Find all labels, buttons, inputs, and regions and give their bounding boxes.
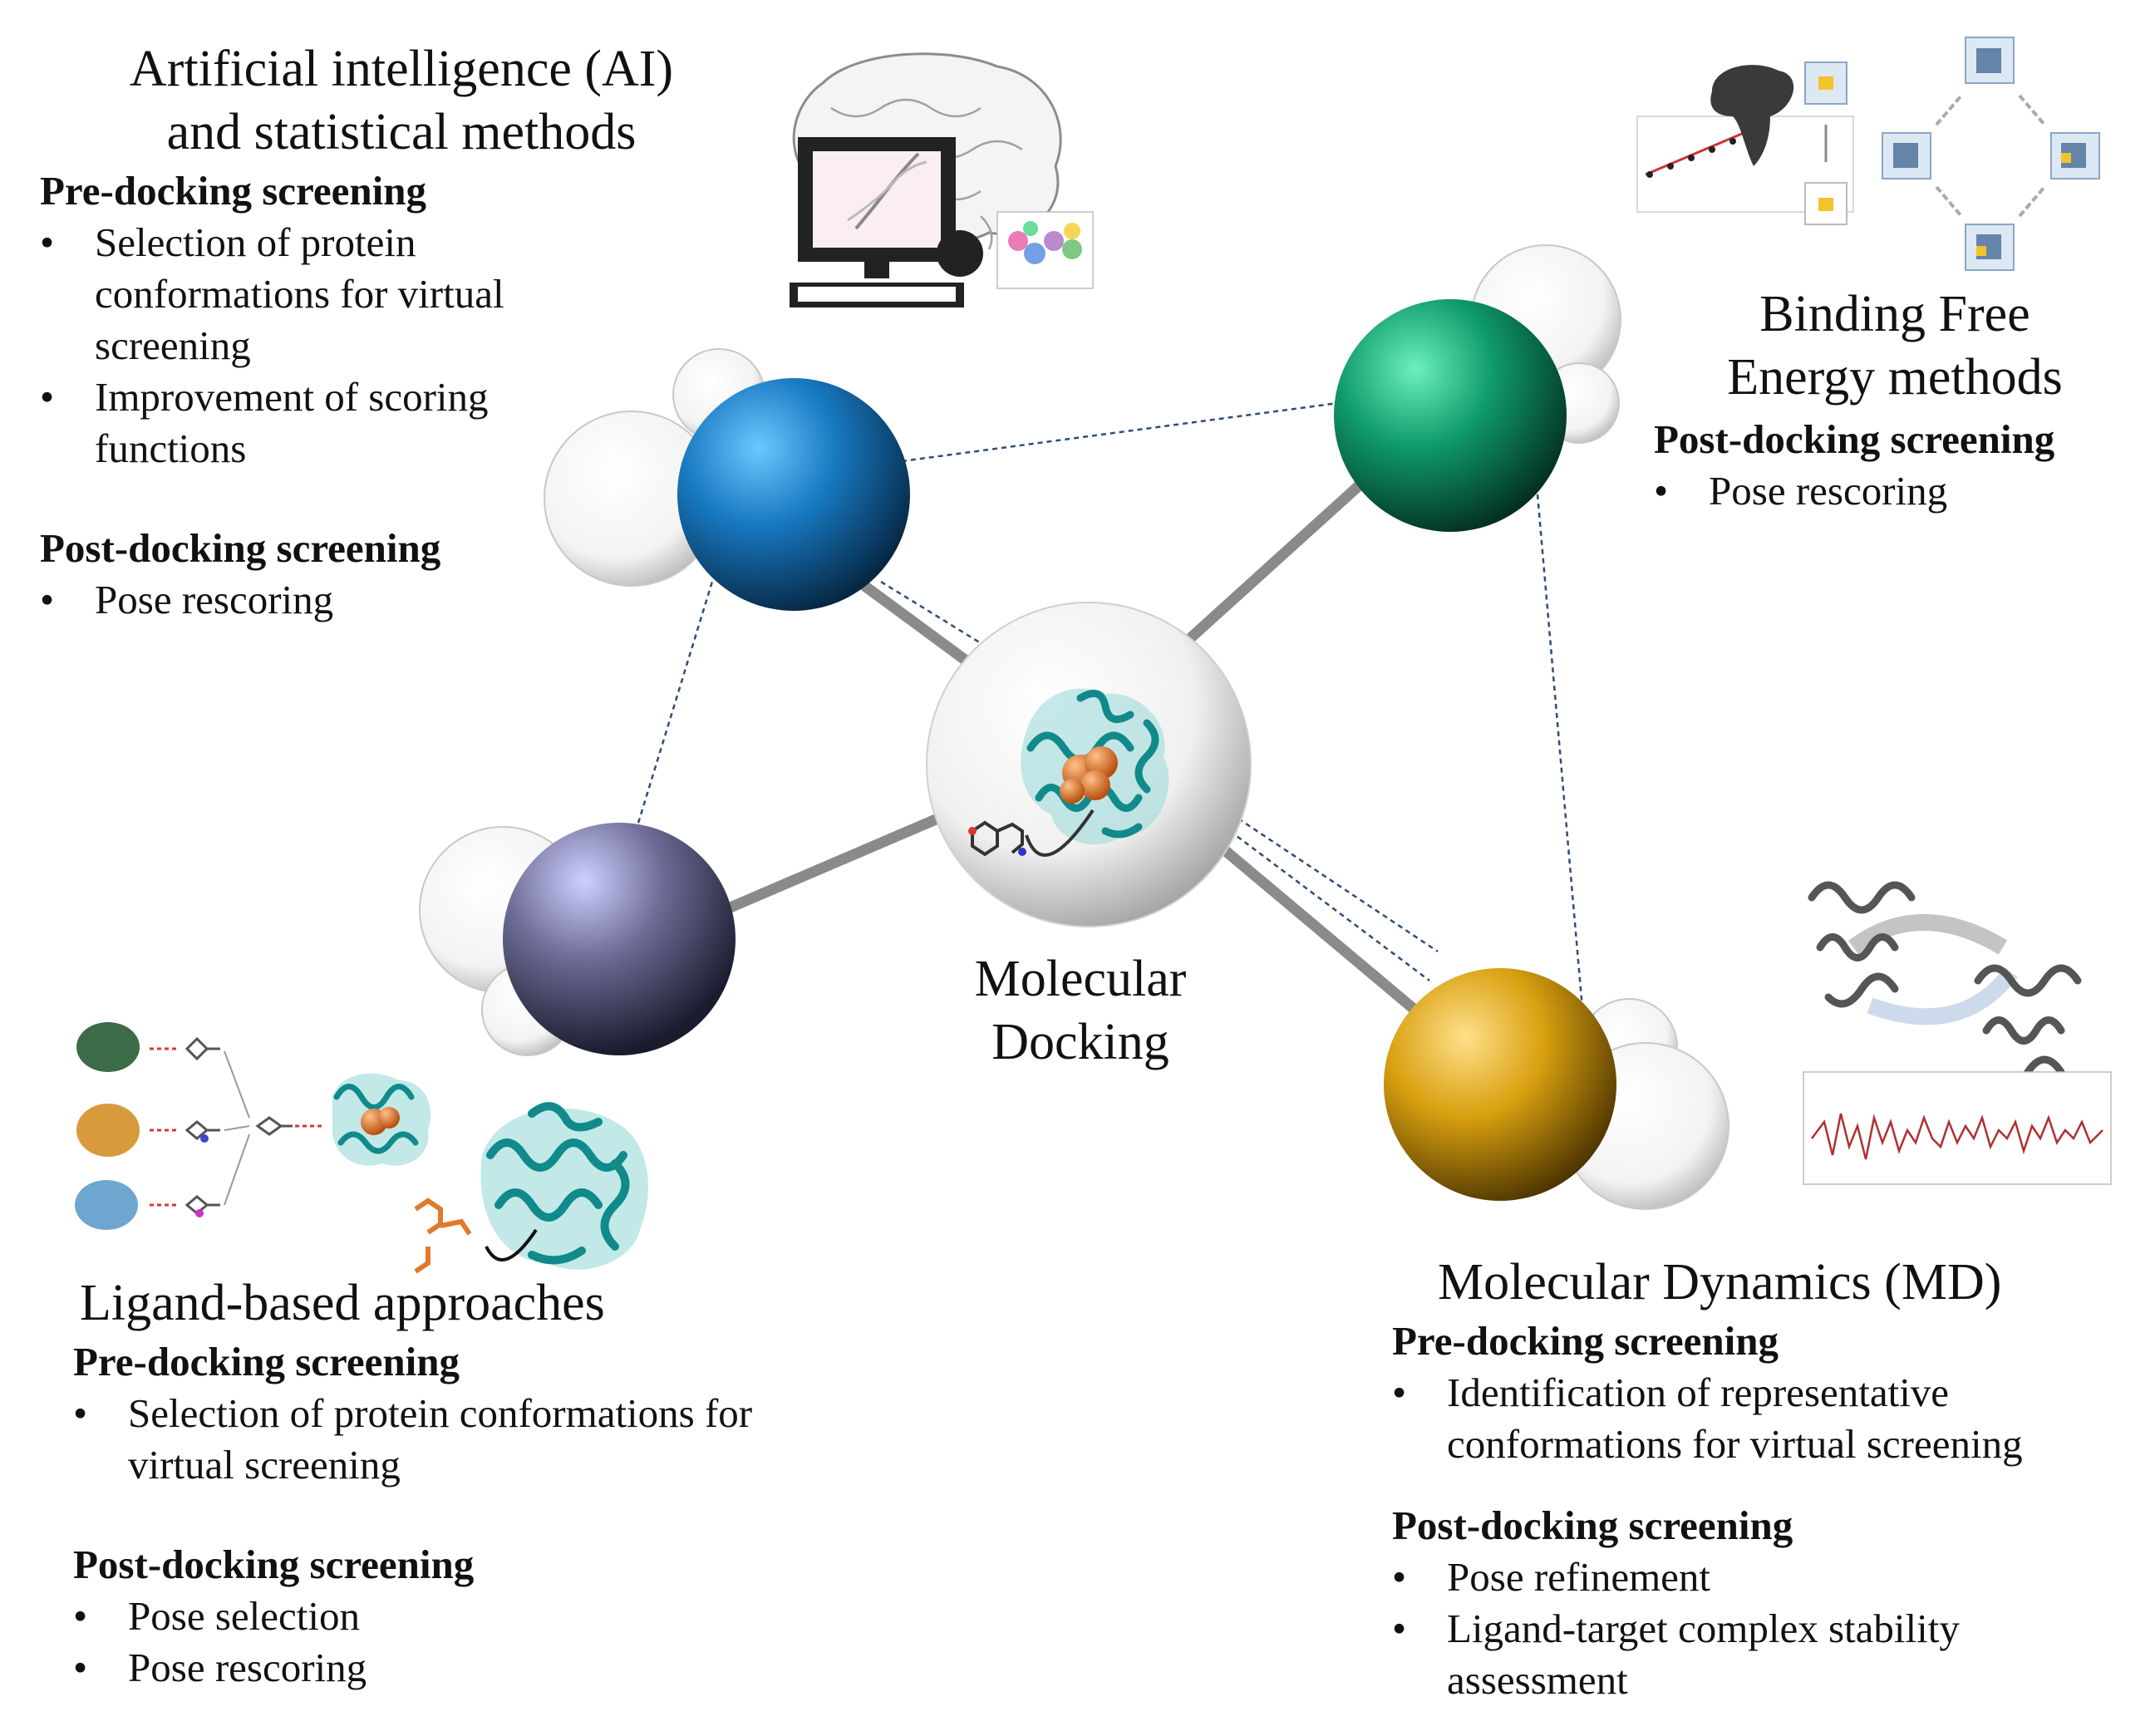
list-item: Pose refinement [1392,1552,2090,1603]
ai-title: Artificial intelligence (AI) and statist… [40,37,717,164]
ai-sphere [677,378,910,611]
dotted-links [634,401,1585,1019]
list-item: Selection of protein conformations for v… [73,1388,821,1491]
md-panel: Molecular Dynamics (MD) Pre-docking scre… [1392,1251,2140,1706]
bfe-title-line1: Binding Free [1759,286,2030,342]
bfe-panel: Binding Free Energy methods Post-docking… [1654,283,2153,517]
list-item: Pose rescoring [40,574,721,626]
ai-pre-heading: Pre-docking screening [40,168,427,214]
molecular-docking-label: Molecular Docking [914,947,1247,1074]
ligand-post-list: Pose selection Pose rescoring [73,1591,821,1694]
ai-title-line2: and statistical methods [166,104,637,160]
center-line2: Docking [991,1014,1169,1070]
brain-computer-icon [790,52,1094,307]
md-pre-heading: Pre-docking screening [1392,1318,1779,1364]
center-line1: Molecular [974,951,1187,1007]
md-sphere [1384,968,1616,1201]
list-item: Selection of protein conformations for v… [40,217,580,371]
list-item: Improvement of scoring functions [40,371,580,475]
md-trajectory-icon [1803,881,2112,1185]
list-item: Pose rescoring [1654,465,2153,517]
ligand-similarity-icon [75,1022,648,1274]
ligand-sphere [503,823,736,1055]
ai-panel: Artificial intelligence (AI) and statist… [40,37,721,626]
ligand-pre-heading: Pre-docking screening [73,1339,460,1384]
ai-pre-list: Selection of protein conformations for v… [40,217,580,475]
list-item: Identification of representative conform… [1392,1367,2140,1470]
bfe-sphere [1334,299,1567,532]
md-post-heading: Post-docking screening [1392,1502,1793,1548]
md-title: Molecular Dynamics (MD) [1438,1254,2002,1311]
list-item: Pose selection [73,1591,821,1642]
ligand-post-heading: Post-docking screening [73,1542,475,1587]
ai-post-heading: Post-docking screening [40,525,441,571]
ligand-pre-list: Selection of protein conformations for v… [73,1388,821,1491]
list-item: Ligand-target complex stability assessme… [1392,1603,2090,1706]
md-pre-list: Identification of representative conform… [1392,1367,2140,1470]
list-item: Pose rescoring [73,1642,821,1694]
bfe-title-line2: Energy methods [1727,349,2063,406]
bfe-post-heading: Post-docking screening [1654,416,2055,462]
ai-post-list: Pose rescoring [40,574,721,626]
ai-title-line1: Artificial intelligence (AI) [129,41,674,97]
free-energy-cycle-icon [1636,37,2100,271]
docking-protein-icon [968,688,1169,857]
md-post-list: Pose refinement Ligand-target complex st… [1392,1552,2090,1706]
ligand-panel: Ligand-based approaches Pre-docking scre… [73,1271,821,1694]
ligand-title: Ligand-based approaches [80,1275,605,1331]
bfe-post-list: Pose rescoring [1654,465,2153,517]
